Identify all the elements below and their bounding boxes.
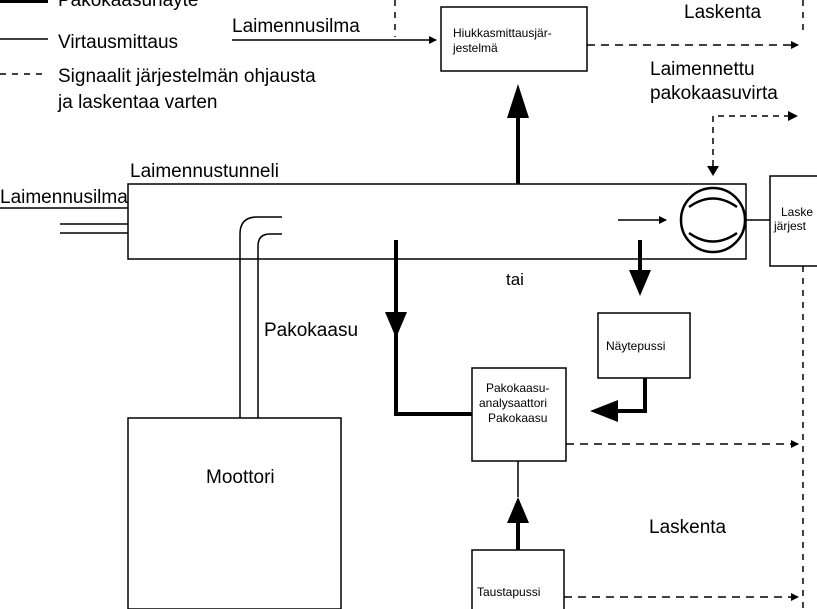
background-bag-label: Taustapussi (477, 585, 540, 599)
particle-measuring-system-box (440, 6, 588, 72)
sample-bag-label: Näytepussi (606, 339, 665, 353)
analyzer-box (471, 367, 567, 462)
calculation-system-label-2: järjest (773, 219, 807, 233)
engine-box (127, 417, 342, 609)
signal-flowmeter-line (712, 115, 788, 166)
signal-flowmeter-down-arrowhead (707, 166, 719, 176)
exhaust-label: Pakokaasu (264, 320, 358, 341)
analyzer-label-2: analysaattori (479, 396, 547, 410)
calculation-top-label: Laskenta (684, 2, 762, 23)
calculation-bottom-label: Laskenta (649, 517, 727, 538)
calculation-system-label-1: Laske (781, 205, 813, 219)
legend-flow-label: Virtausmittaus (58, 32, 178, 53)
dilution-air-left-label: Laimennusilma (0, 187, 128, 208)
signal-flowmeter-arrowhead (788, 111, 798, 121)
analyzer-label-1: Pakokaasu- (486, 381, 549, 395)
analyzer-label-3: Pakokaasu (488, 411, 547, 425)
exhaust-pipe-inner (257, 233, 282, 418)
dilution-air-top-label: Laimennusilma (232, 16, 360, 37)
exhaust-pipe-outer (239, 216, 282, 418)
or-label: tai (506, 270, 524, 289)
legend-sample-label: Pakokaasunäyte (58, 0, 199, 11)
legend-signal-label-1: Signaalit järjestelmän ohjausta (58, 66, 316, 87)
diluted-flow-label-2: pakokaasuvirta (650, 83, 778, 104)
flowmeter-icon (679, 186, 747, 254)
sample-bag-to-analyzer-line (612, 378, 647, 413)
background-bag-box (471, 549, 565, 609)
background-bag-arrowhead (507, 497, 529, 523)
legend-signal-label-2: ja laskentaa varten (57, 92, 218, 113)
tunnel-label: Laimennustunneli (130, 161, 279, 182)
particle-measuring-system-label-2: jestelmä (452, 41, 498, 55)
diluted-flow-label-1: Laimennettu (650, 59, 755, 80)
dilution-tunnel (127, 183, 747, 260)
engine-label: Moottori (206, 467, 275, 488)
sample-bag-arrowhead (629, 270, 651, 296)
exhaust-direct-arrowhead (385, 312, 407, 338)
flowmeter-blade-bottom (688, 231, 738, 243)
sample-bag-to-analyzer-arrowhead (590, 400, 618, 422)
calculation-system-box (769, 175, 817, 267)
exhaust-direct-line (394, 240, 472, 416)
flowmeter-blade-top (688, 197, 738, 209)
particle-sample-arrowhead (507, 84, 529, 118)
particle-measuring-system-label-1: Hiukkasmittausjär- (453, 26, 552, 40)
sample-bag-box (597, 312, 691, 379)
